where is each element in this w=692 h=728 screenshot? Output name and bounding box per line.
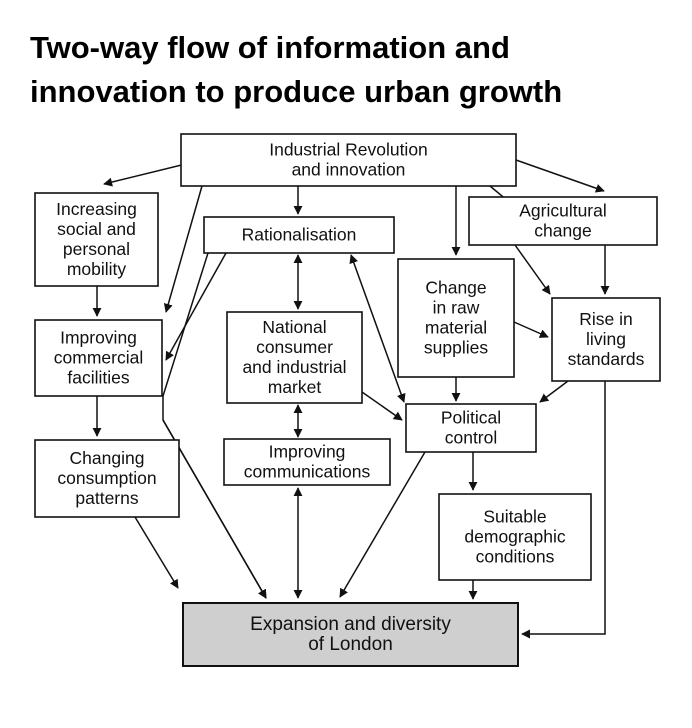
edge-industrial-to-commercial [163,185,203,313]
node-industrial-box [180,133,517,187]
node-demographic-line-1: Suitable [483,507,546,527]
node-raw-line-3: material [425,318,487,338]
node-living-line-3: standards [568,349,645,369]
edge-living-to-political [539,380,569,403]
node-london-line-2: of London [308,634,393,655]
node-raw-line-1: Change [425,278,486,298]
edge-rationalisation-to-london [162,252,267,599]
node-commercial-box [34,319,163,397]
node-market-line-3: and industrial [242,357,346,377]
node-raw-box [397,258,515,378]
node-industrial-line-2: and innovation [292,160,406,180]
node-demographic-box [438,493,592,581]
edge-rationalisation-to-commercial [165,252,227,361]
node-agricultural-line-2: change [534,221,591,241]
page-title-line-1: Two-way flow of information and [30,30,510,65]
edge-consumption-to-london [134,516,179,589]
edge-market-to-political [361,391,403,421]
node-political-box [405,403,537,453]
edge-political-to-london [339,451,426,598]
node-market-box [226,311,363,404]
edge-commercial-to-london [162,419,267,599]
node-living-line-1: Rise in [579,309,633,329]
node-raw-line-4: supplies [424,338,488,358]
node-mobility-box [34,192,159,287]
node-rationalisation-box [203,216,395,254]
node-demographic-line-3: conditions [476,547,555,567]
node-london-box [182,602,519,667]
node-communications-line-1: Improving [269,442,346,462]
node-london-line-1: Expansion and diversity [250,614,451,635]
node-agricultural-box [468,196,658,246]
node-consumption-line-1: Changing [70,448,145,468]
node-political-line-2: control [445,428,498,448]
node-demographic-line-2: demographic [464,527,565,547]
node-living-line-2: living [586,329,626,349]
page-title-line-2: innovation to produce urban growth [30,74,563,109]
edge-raw-to-living [513,321,549,338]
edge-agricultural-to-living [514,244,551,295]
node-mobility-line-1: Increasing [56,199,137,219]
node-political-line-1: Political [441,408,501,428]
node-mobility-line-2: social and [57,219,136,239]
node-commercial-line-2: commercial [54,348,143,368]
edges-layer [92,158,610,639]
node-market-line-4: market [268,377,322,397]
node-rationalisation-line-1: Rationalisation [242,225,357,245]
node-living-box [551,297,661,382]
node-raw-line-2: in raw [433,298,480,318]
edge-political-to-rationalisation [349,254,406,403]
node-agricultural-line-1: Agricultural [519,201,607,221]
edge-industrial-to-living [515,159,605,193]
node-consumption-line-3: patterns [75,488,138,508]
node-communications-line-2: communications [244,462,371,482]
node-consumption-box [34,439,180,518]
node-mobility-line-3: personal [63,239,130,259]
node-market-line-1: National [262,317,326,337]
node-industrial-line-1: Industrial Revolution [269,140,428,160]
node-market-line-2: consumer [256,337,333,357]
edge-living-to-london [521,381,606,639]
node-mobility-line-4: mobility [67,259,127,279]
node-commercial-line-1: Improving [60,328,137,348]
page-title: Two-way flow of information and innovati… [30,26,670,114]
node-communications-box [223,438,391,486]
node-consumption-line-2: consumption [57,468,156,488]
node-rationalisation: Rationalisation [203,216,395,254]
node-commercial-line-3: facilities [67,368,129,388]
